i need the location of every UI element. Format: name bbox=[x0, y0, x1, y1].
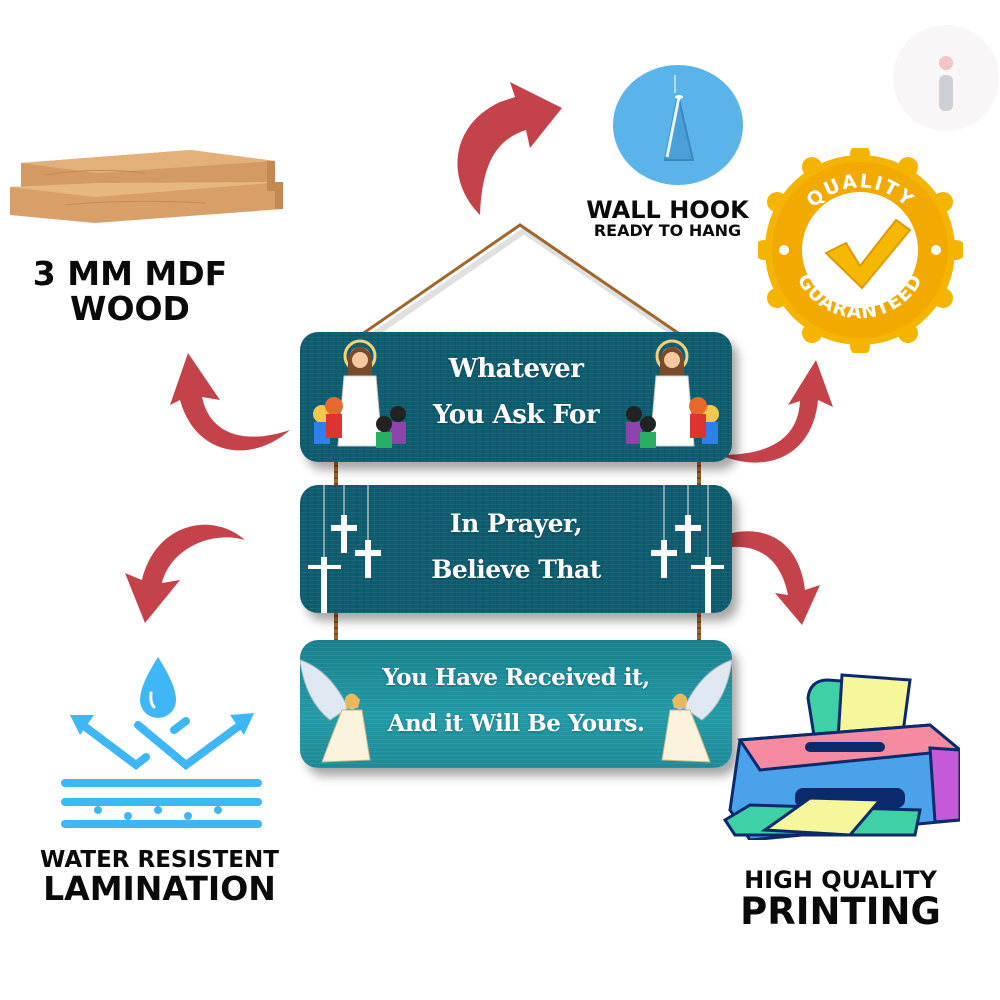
arrow-to-printer bbox=[732, 531, 820, 625]
wood-label-line2: WOOD bbox=[70, 288, 190, 328]
plaque-2-line2: Believe That bbox=[431, 555, 601, 584]
wall-hook-title: WALL HOOK bbox=[586, 196, 749, 224]
arrow-to-water bbox=[125, 524, 245, 623]
printing-label: HIGH QUALITY PRINTING bbox=[718, 866, 963, 934]
angel-left-icon bbox=[300, 659, 371, 763]
hanging-crosses-left-icon bbox=[308, 485, 381, 613]
water-label-line1: WATER RESISTENT bbox=[40, 847, 279, 873]
rope-left-2 bbox=[334, 605, 338, 647]
wood-feature bbox=[5, 145, 285, 240]
plaque-2: In Prayer, Believe That bbox=[300, 485, 732, 613]
wood-label-line1: 3 MM MDF bbox=[32, 254, 228, 293]
wall-hook-subtitle: READY TO HANG bbox=[593, 221, 742, 241]
water-label-line2: LAMINATION bbox=[43, 869, 276, 909]
arrow-to-badge bbox=[720, 360, 833, 463]
wall-hook-icon bbox=[663, 75, 695, 161]
plaque-3-line1: You Have Received it, bbox=[382, 664, 650, 691]
jesus-children-left-icon bbox=[313, 339, 406, 448]
water-feature bbox=[58, 645, 268, 832]
printing-label-line1: HIGH QUALITY bbox=[744, 866, 937, 894]
plaque-2-line1: In Prayer, bbox=[449, 509, 583, 538]
plaque-1: Whatever You Ask For bbox=[300, 332, 732, 462]
rope-left-1 bbox=[334, 455, 338, 493]
hanging-string bbox=[341, 223, 704, 350]
rope-right-1 bbox=[697, 455, 701, 493]
plaque-3: You Have Received it, And it Will Be You… bbox=[300, 640, 732, 768]
wall-hook-label: WALL HOOK READY TO HANG bbox=[575, 196, 760, 241]
water-label: WATER RESISTENT LAMINATION bbox=[22, 848, 297, 907]
info-logo-icon bbox=[939, 56, 953, 111]
water-drop-icon bbox=[61, 657, 262, 787]
checkmark-icon bbox=[824, 218, 912, 290]
arrow-to-wood bbox=[170, 353, 290, 451]
jesus-children-right-icon bbox=[626, 339, 719, 448]
arrow-to-hook bbox=[457, 82, 562, 215]
wood-label: 3 MM MDF WOOD bbox=[15, 254, 245, 328]
plaque-1-line2: You Ask For bbox=[432, 400, 600, 430]
lamination-layers-icon bbox=[61, 798, 262, 828]
brand-logo bbox=[893, 25, 999, 131]
angel-right-icon bbox=[661, 659, 732, 763]
wood-planks-icon bbox=[10, 150, 283, 223]
plaque-3-line2: And it Will Be Yours. bbox=[387, 710, 645, 737]
quality-badge: QUALITY GUARANTEED bbox=[754, 144, 966, 356]
printing-label-line2: PRINTING bbox=[740, 890, 941, 934]
wall-hook-feature bbox=[613, 65, 743, 185]
plaque-1-line1: Whatever bbox=[448, 354, 584, 384]
printer-icon bbox=[722, 673, 964, 842]
hanging-crosses-right-icon bbox=[651, 485, 724, 613]
quality-badge-icon: QUALITY GUARANTEED bbox=[754, 144, 966, 356]
printer-feature bbox=[720, 670, 964, 845]
rope-right-2 bbox=[697, 605, 701, 647]
